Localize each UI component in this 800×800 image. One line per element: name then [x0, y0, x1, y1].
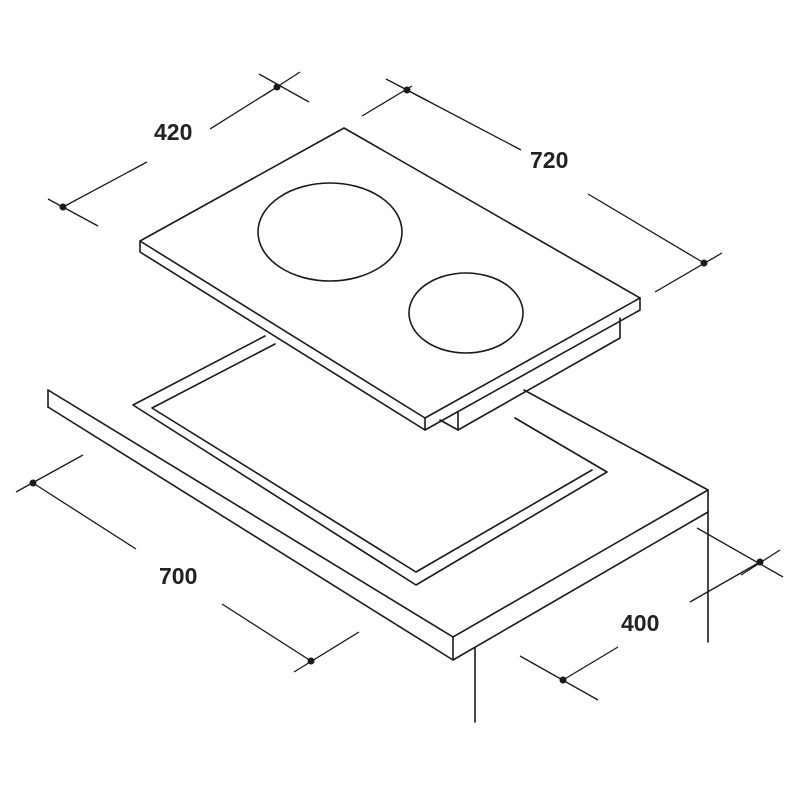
dimension-cutout-width — [15, 454, 360, 673]
dimension-cutout-depth — [519, 527, 784, 701]
hob-width-label: 720 — [527, 149, 572, 172]
small-cooking-zone — [408, 272, 524, 354]
hob-front-left-edge — [139, 240, 426, 431]
dimension-hob-width — [361, 78, 723, 293]
hob-base-unit — [439, 317, 621, 431]
cutout-outline — [132, 335, 608, 586]
cutout-width-label: 700 — [156, 565, 201, 588]
countertop-front-edge — [47, 389, 709, 638]
hob-front-right-edge — [424, 297, 641, 431]
countertop — [47, 389, 709, 723]
large-cooking-zone — [257, 182, 403, 282]
dimension-hob-depth — [47, 71, 310, 227]
cutout-inner-wall — [151, 343, 593, 573]
countertop-lower-edge — [47, 406, 709, 661]
cutout-depth-label: 400 — [618, 612, 663, 635]
hob — [139, 127, 641, 431]
hob-depth-label: 420 — [151, 121, 196, 144]
cutout-opening — [132, 335, 608, 586]
countertop-back-edge — [523, 389, 709, 491]
